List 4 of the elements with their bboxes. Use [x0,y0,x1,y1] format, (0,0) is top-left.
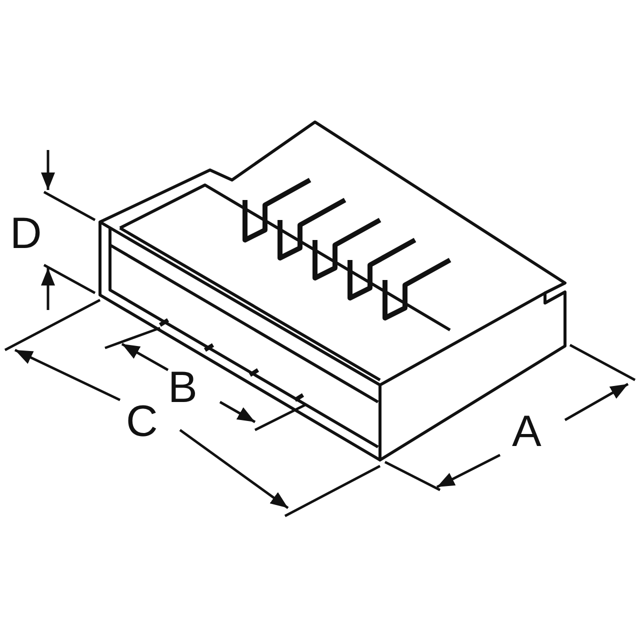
dimension-label: C [126,400,158,444]
dimension-label: A [512,410,542,454]
dimension-label: B [168,366,198,410]
dimension-label: D [10,212,42,256]
